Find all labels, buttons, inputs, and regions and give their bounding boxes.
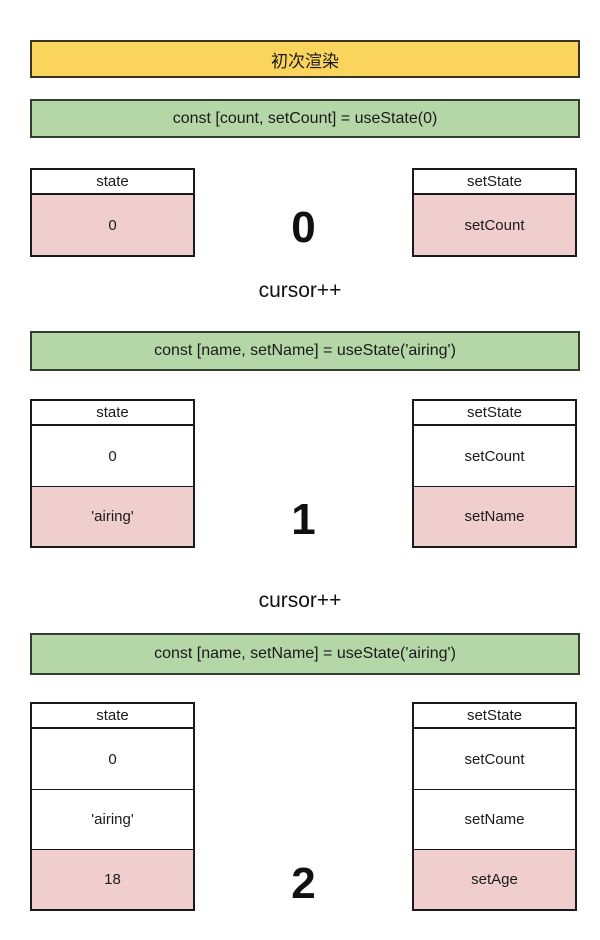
state-table-2: state 0 'airing' — [30, 399, 195, 548]
state-table-header: state — [32, 401, 193, 426]
state-table-header: state — [32, 704, 193, 729]
setstate-table-2: setState setCount setName — [412, 399, 577, 548]
render-3-tables: state 0 'airing' 18 2 setState setCount … — [30, 702, 580, 915]
setstate-table-header: setState — [414, 170, 575, 195]
state-cell-name: 'airing' — [32, 789, 193, 849]
setstate-cell-setcount: setCount — [414, 729, 575, 789]
code-banner-name: const [name, setName] = useState('airing… — [30, 331, 580, 371]
render-2-tables: state 0 'airing' 1 setState setCount set… — [30, 399, 580, 551]
code-text: const [count, setCount] = useState(0) — [172, 109, 438, 127]
render-1-tables: state 0 0 setState setCount — [30, 168, 580, 259]
setstate-table-header: setState — [414, 704, 575, 729]
code-text: const [name, setName] = useState('airing… — [154, 645, 456, 662]
code-text: const [name, setName] = useState('airing… — [154, 342, 456, 359]
cursor-index-2: 2 — [291, 859, 316, 908]
state-cell-age: 18 — [32, 849, 193, 909]
state-cell-count: 0 — [32, 426, 193, 486]
cursor-increment-label-1: cursor++ — [258, 279, 342, 302]
state-table-header: state — [32, 170, 193, 195]
state-cell-name: 'airing' — [32, 486, 193, 546]
state-table-1: state 0 — [30, 168, 195, 257]
cursor-index-0: 0 — [291, 203, 316, 252]
setstate-table-3: setState setCount setName setAge — [412, 702, 577, 911]
setstate-cell-setname: setName — [414, 486, 575, 546]
setstate-cell-setage: setAge — [414, 849, 575, 909]
state-cell-count: 0 — [32, 729, 193, 789]
setstate-table-header: setState — [414, 401, 575, 426]
state-cell-count: 0 — [32, 195, 193, 255]
initial-render-banner: 初次渲染 — [30, 40, 580, 78]
state-table-3: state 0 'airing' 18 — [30, 702, 195, 911]
initial-render-label: 初次渲染 — [271, 51, 339, 71]
setstate-cell-setname: setName — [414, 789, 575, 849]
code-banner-name-2: const [name, setName] = useState('airing… — [30, 633, 580, 675]
cursor-index-1: 1 — [291, 495, 316, 544]
setstate-cell-setcount: setCount — [414, 426, 575, 486]
code-banner-count: const [count, setCount] = useState(0) — [30, 99, 580, 138]
setstate-table-1: setState setCount — [412, 168, 577, 257]
setstate-cell-setcount: setCount — [414, 195, 575, 255]
cursor-increment-label-2: cursor++ — [258, 589, 342, 612]
